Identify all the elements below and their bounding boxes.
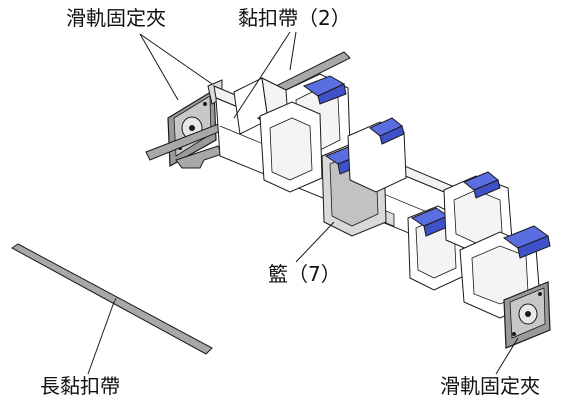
leader-long-strap — [87, 301, 115, 375]
velcro-straps-label: 黏扣帶（2） — [238, 6, 351, 30]
leader-rail-clip-top-a — [139, 33, 179, 101]
leader-velcro-a — [289, 31, 297, 71]
rail-clip-label-bottom: 滑軌固定夾 — [440, 374, 540, 398]
basket-5-clip — [369, 117, 405, 145]
rail-clip-label-top: 滑軌固定夾 — [66, 6, 166, 30]
leader-basket — [295, 221, 335, 263]
long-velcro-strap-label: 長黏扣帶 — [40, 374, 120, 398]
long-velcro-strap — [11, 243, 213, 355]
right-rail-clip — [503, 281, 551, 349]
basket-2-clip — [302, 75, 347, 105]
leader-velcro-b — [233, 31, 291, 119]
end-bracket-clip — [502, 225, 551, 259]
leader-lines — [87, 31, 519, 375]
basket-3 — [259, 101, 323, 193]
basket-7-clip — [463, 171, 501, 199]
leader-rail-clip-bottom — [495, 337, 519, 375]
basket-label: 籃（7） — [268, 262, 341, 286]
leader-rail-clip-top-b — [139, 33, 213, 85]
